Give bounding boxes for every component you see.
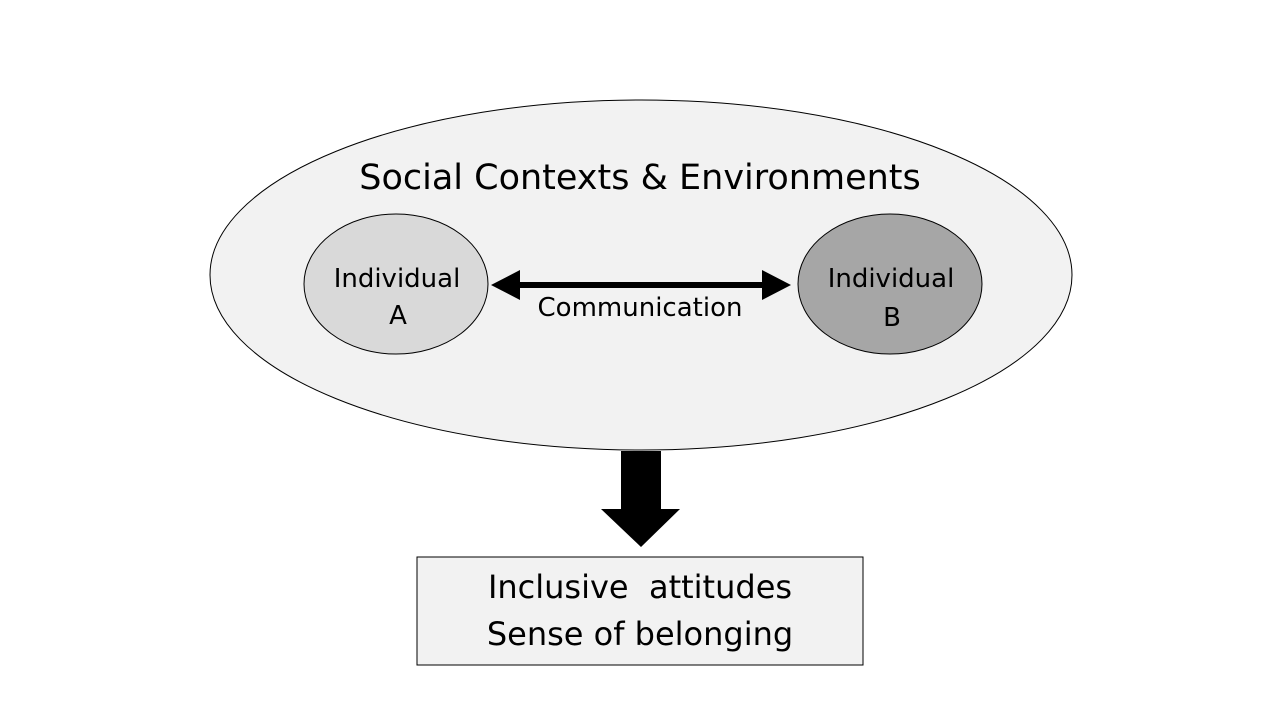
individual-b-node bbox=[797, 213, 983, 355]
social-context-ellipse bbox=[209, 99, 1073, 451]
social-context-title: Social Contexts & Environments bbox=[359, 158, 921, 198]
down-arrow bbox=[601, 451, 680, 547]
individual-b-label-line1: Individual bbox=[828, 264, 955, 294]
individual-a-label-line1: Individual bbox=[334, 264, 461, 294]
outcome-line1: Inclusive attitudes bbox=[488, 568, 792, 606]
individual-a-node bbox=[303, 213, 489, 355]
outcome-line2: Sense of belonging bbox=[487, 615, 793, 653]
communication-label: Communication bbox=[538, 293, 743, 323]
individual-a-label-line2: A bbox=[389, 301, 407, 331]
communication-double-arrow bbox=[491, 270, 791, 300]
communication-arrowhead-right bbox=[762, 270, 791, 300]
communication-arrowhead-left bbox=[491, 270, 520, 300]
outcome-box bbox=[416, 556, 864, 666]
individual-b-label-line2: B bbox=[883, 303, 901, 333]
